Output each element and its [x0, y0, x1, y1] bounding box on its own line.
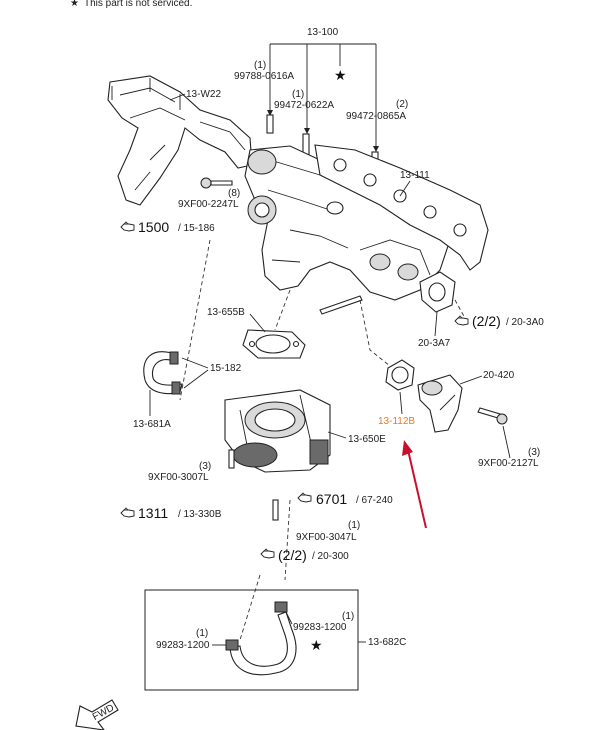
- qty-99472-0865a: (2): [396, 99, 408, 110]
- leader-13-111: [399, 180, 411, 197]
- label-9xf00-3047l: 9XF00-3047L: [296, 532, 357, 543]
- ref-13-330b-page[interactable]: / 13-330B: [178, 509, 222, 520]
- star-13-682c: ★: [310, 637, 323, 653]
- leader-13-650e: [327, 431, 347, 439]
- hand-pointer-icon: [260, 548, 275, 559]
- gasket-13-111: [314, 144, 489, 271]
- fwd-arrow: FWD: [75, 699, 119, 730]
- hand-pointer-icon: [454, 315, 469, 326]
- qty-9xf00-2127l: (3): [528, 447, 540, 458]
- bolt-9xf00-2247l: [200, 177, 233, 189]
- leader-13-112b: [399, 391, 403, 415]
- label-9xf00-3007l: 9XF00-3007L: [148, 472, 209, 483]
- label-13-w22: 13-W22: [186, 89, 221, 100]
- gasket-13-655b: [242, 329, 306, 359]
- throttle-body-13-650e: [224, 389, 331, 473]
- star-13-100: ★: [334, 67, 347, 83]
- ref-2-2-a-num[interactable]: (2/2): [472, 313, 501, 329]
- heat-shield-13-w22: [107, 75, 253, 206]
- label-99472-0622a: 99472-0622A: [274, 100, 334, 111]
- label-20-3a7: 20-3A7: [418, 338, 451, 349]
- label-9xf00-2127l: 9XF00-2127L: [478, 458, 539, 469]
- label-99788-0616a: 99788-0616A: [234, 71, 294, 82]
- leader-99283-b: [285, 611, 293, 625]
- ref-67-240-page[interactable]: / 67-240: [356, 495, 393, 506]
- not-serviced-note: This part is not serviced.: [84, 0, 192, 9]
- box-13-682c: [144, 589, 359, 691]
- gasket-13-112b: [385, 359, 415, 391]
- label-99472-0865a: 99472-0865A: [346, 111, 406, 122]
- label-13-655b: 13-655B: [207, 307, 245, 318]
- label-99283-1200-b: 99283-1200: [293, 622, 347, 633]
- leader-15-182: [181, 357, 209, 389]
- qty-99283-1200-b: (1): [342, 611, 354, 622]
- dash-center: [274, 289, 291, 331]
- ref-20-3a0-page[interactable]: / 20-3A0: [506, 317, 544, 328]
- dash-20-3a0: [454, 299, 467, 321]
- water-outlet-20-420: [417, 374, 463, 433]
- leader-9xf00-2127l: [502, 425, 511, 459]
- ref-2-2-b-num[interactable]: (2/2): [278, 547, 307, 563]
- bolt-9xf00-2127l: [477, 407, 508, 425]
- ref-1500-page[interactable]: / 15-186: [178, 223, 215, 234]
- hand-pointer-icon: [120, 507, 135, 518]
- qty-99283-1200-a: (1): [196, 628, 208, 639]
- gasket-20-3a7: [419, 271, 456, 313]
- label-9xf00-2247l: 9XF00-2247L: [178, 199, 239, 210]
- qty-99472-0622a: (1): [292, 89, 304, 100]
- fwd-label: FWD: [91, 703, 116, 723]
- leader-20-3a7: [434, 311, 438, 337]
- red-callout-arrow: [402, 440, 427, 529]
- bolts-throttle: [228, 449, 279, 521]
- qty-9xf00-3007l: (3): [199, 461, 211, 472]
- label-13-100: 13-100: [307, 27, 339, 38]
- dash-hose: [239, 574, 261, 641]
- long-stud: [319, 295, 363, 315]
- not-serviced-star: ★: [70, 0, 79, 9]
- label-13-111: 13-111: [400, 170, 430, 181]
- leader-13-w22: [169, 93, 186, 101]
- qty-99788: (1): [254, 60, 266, 71]
- label-13-682c: 13-682C: [368, 637, 406, 648]
- qty-9xf00-3047l: (1): [348, 520, 360, 531]
- ref-20-300-page[interactable]: / 20-300: [312, 551, 349, 562]
- leader-13-655b: [249, 313, 266, 333]
- label-20-420: 20-420: [483, 370, 515, 381]
- label-13-681a: 13-681A: [133, 419, 171, 430]
- hand-pointer-icon: [120, 221, 135, 232]
- label-15-182: 15-182: [210, 363, 242, 374]
- ref-1500-num[interactable]: 1500: [138, 219, 169, 235]
- hand-pointer-icon: [297, 492, 312, 503]
- label-13-112b-highlight: 13-112B: [378, 416, 415, 427]
- dash-left: [179, 239, 211, 401]
- ref-1311-num[interactable]: 1311: [138, 505, 168, 521]
- label-13-650e: 13-650E: [348, 434, 386, 445]
- dash-right: [359, 299, 396, 371]
- intake-manifold: [244, 145, 451, 301]
- bracket-13-100: [269, 43, 377, 148]
- hose-15-182: [143, 351, 183, 395]
- leader-20-420: [459, 375, 483, 385]
- ref-6701-num[interactable]: 6701: [316, 491, 347, 507]
- qty-9xf00-2247l: (8): [228, 188, 240, 199]
- label-99283-1200-a: 99283-1200: [156, 640, 210, 651]
- hose-13-682c: [225, 601, 297, 676]
- dash-lower: [284, 499, 291, 581]
